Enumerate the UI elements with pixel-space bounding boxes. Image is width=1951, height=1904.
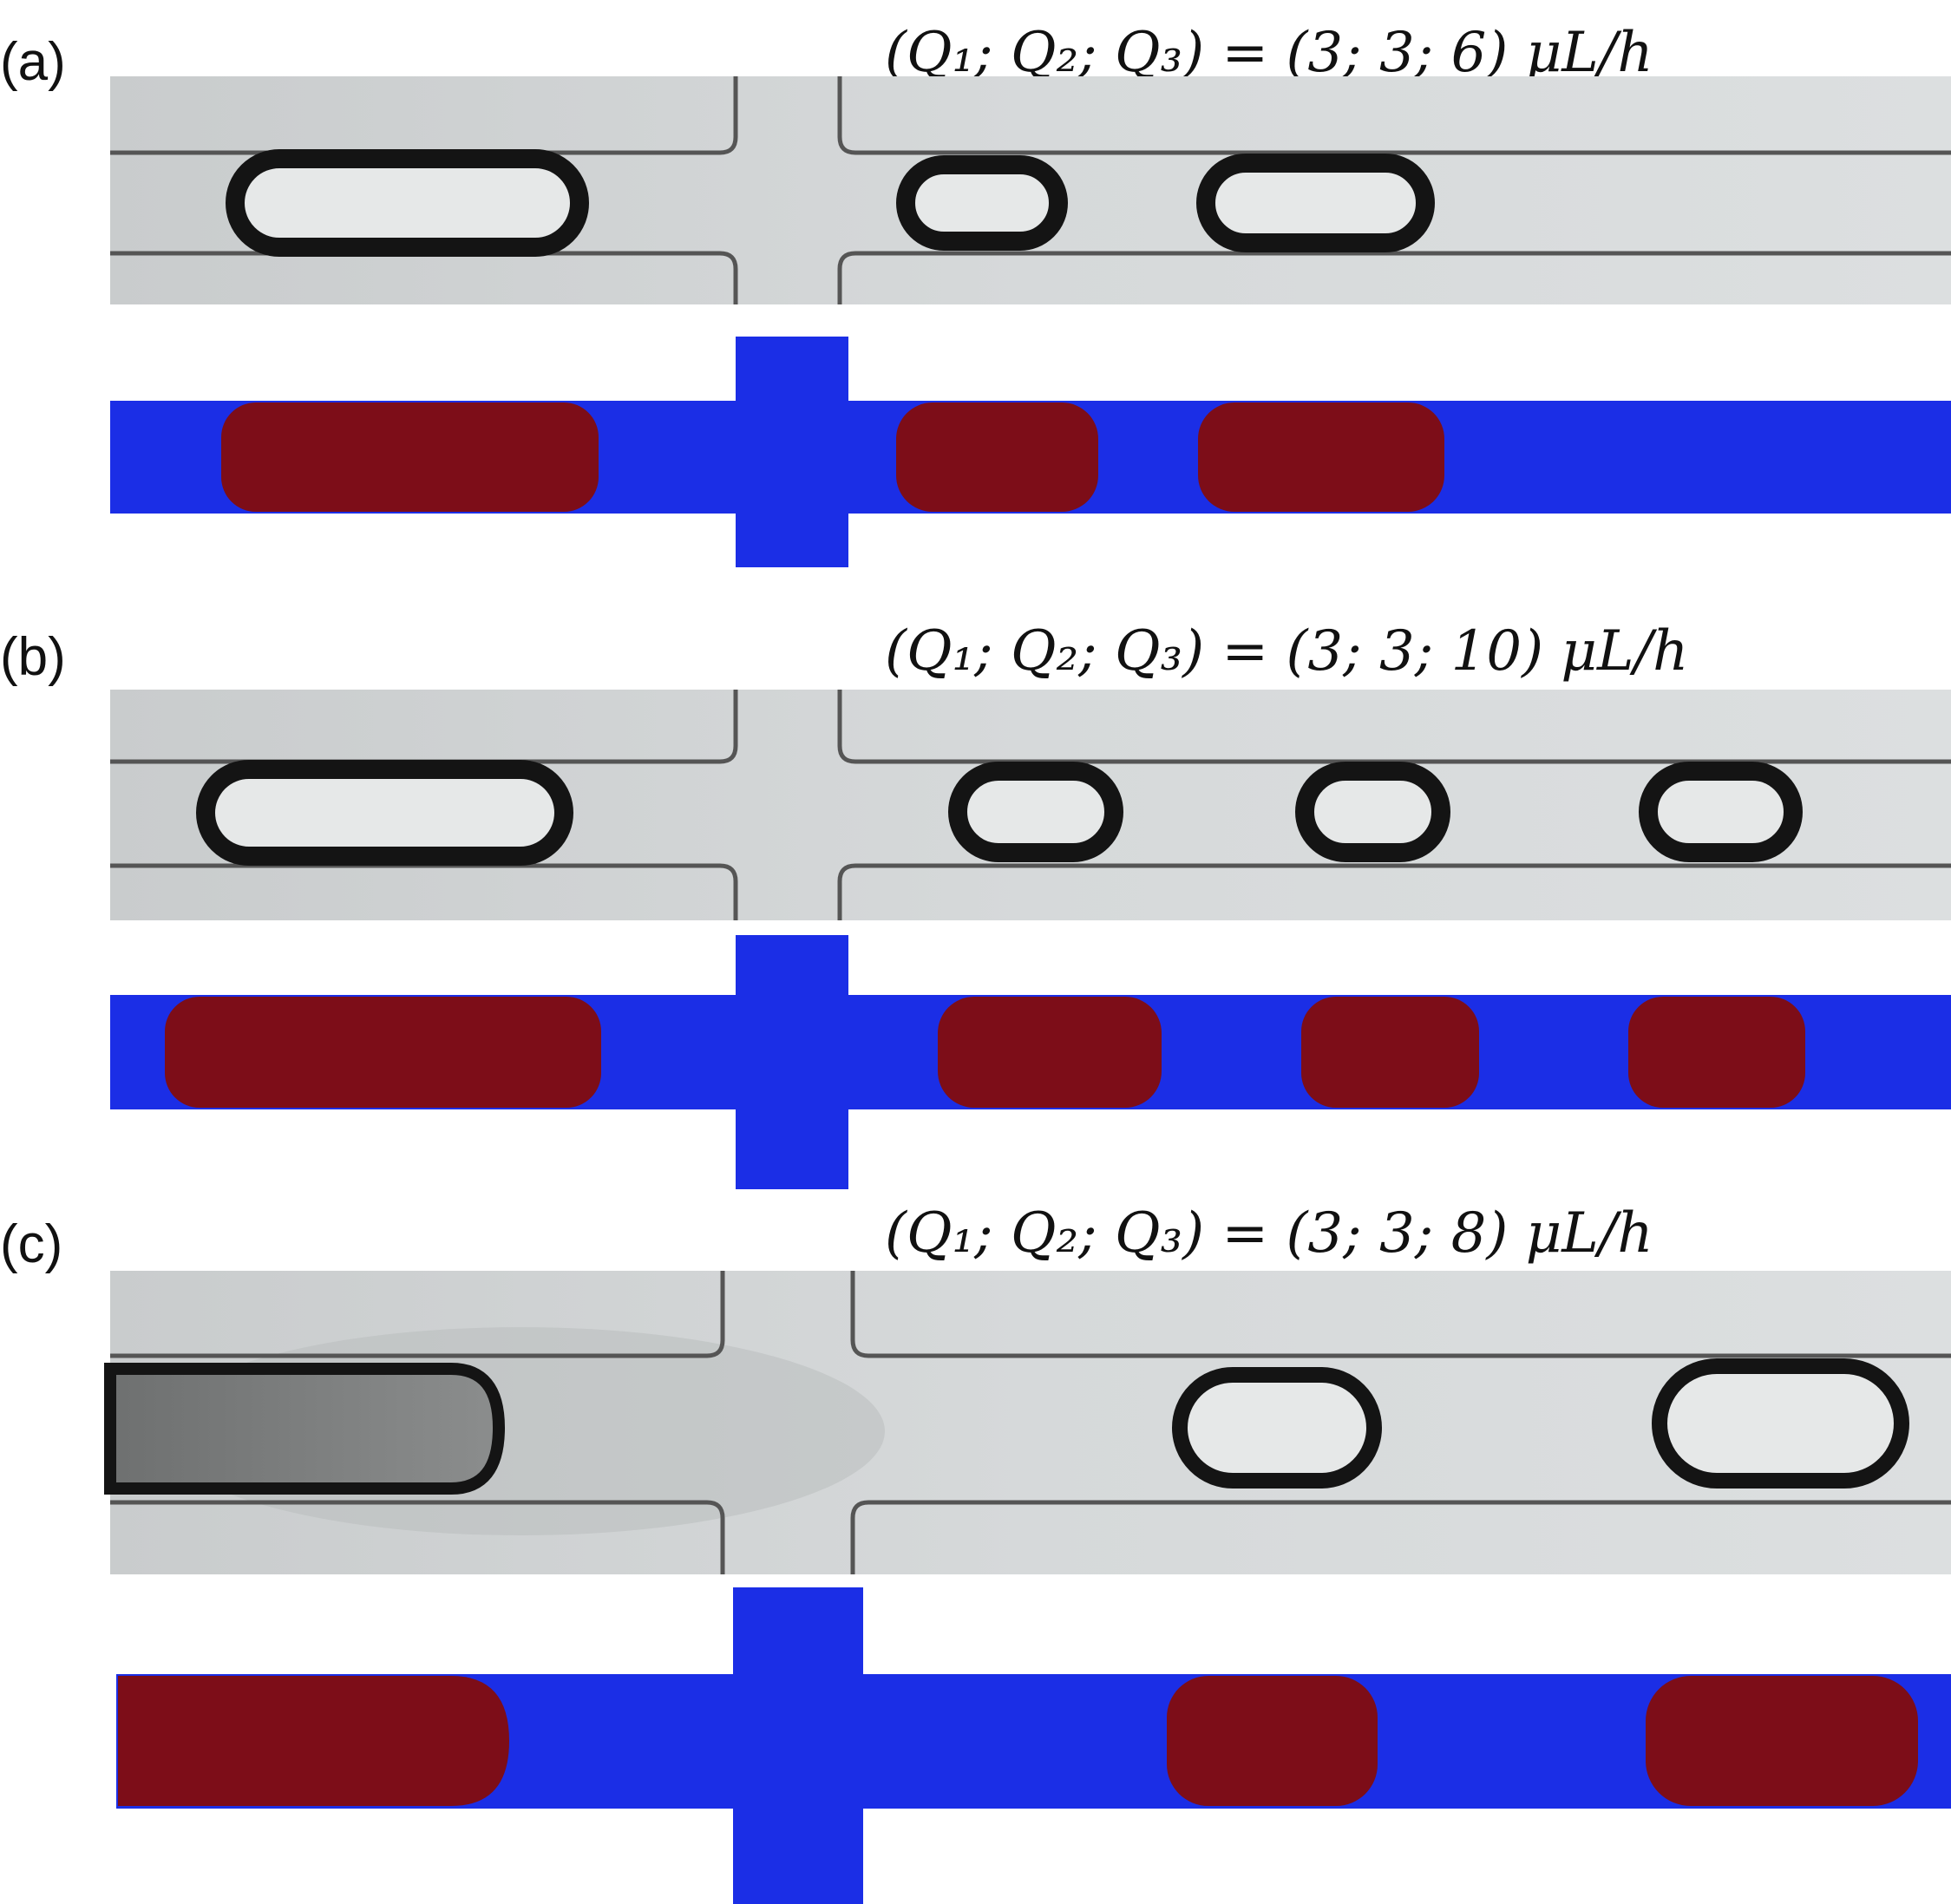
experiment-droplet (1172, 1367, 1382, 1489)
panel-label-b: (b) (0, 627, 66, 687)
micrograph-a (110, 76, 1951, 304)
flow-rate-equation-b: (Q₁; Q₂; Q₃) = (3; 3; 10) μL/h (885, 619, 1688, 684)
simulation-b (110, 935, 1951, 1189)
simulation-c (116, 1587, 1951, 1904)
simulation-droplet (1167, 1676, 1378, 1806)
experiment-droplet (196, 760, 573, 866)
simulated-droplets (165, 997, 1805, 1108)
flow-rate-equation-c: (Q₁; Q₂; Q₃) = (3; 3; 8) μL/h (885, 1201, 1653, 1266)
experiment-droplet (1652, 1358, 1909, 1489)
simulation-droplet (1628, 997, 1805, 1108)
experiment-droplet (948, 762, 1123, 862)
simulation-droplet (896, 402, 1098, 512)
channel-walls (110, 1271, 1951, 1574)
simulated-droplets (118, 1676, 1918, 1806)
panel-a: (a) (Q₁; Q₂; Q₃) = (3; 3; 6) μL/h (0, 21, 1951, 567)
simulation-droplet (221, 402, 599, 512)
micrograph-b (110, 690, 1951, 920)
simulation-droplet (165, 997, 601, 1108)
simulation-droplet (1198, 402, 1444, 512)
experimental-droplets (196, 760, 1803, 866)
panel-c: (c) (Q₁; Q₂; Q₃) = (3; 3; 8) μL/h (0, 1201, 1951, 1904)
panel-label-a: (a) (0, 32, 66, 92)
simulation-droplet (118, 1676, 509, 1806)
micrograph-c (104, 1271, 1951, 1574)
simulated-droplets (221, 402, 1444, 512)
simulation-droplet (1646, 1676, 1918, 1806)
simulation-droplet (938, 997, 1162, 1108)
flow-rate-equation-a: (Q₁; Q₂; Q₃) = (3; 3; 6) μL/h (885, 21, 1653, 85)
panel-b: (b) (Q₁; Q₂; Q₃) = (3; 3; 10) μL/h (0, 619, 1951, 1189)
experiment-droplet-slug (104, 1363, 506, 1495)
experiment-droplet (1639, 762, 1803, 862)
experimental-droplets (226, 149, 1435, 257)
experiment-droplet (226, 149, 589, 257)
panel-label-c: (c) (0, 1214, 62, 1274)
simulation-droplet (1301, 997, 1479, 1108)
experiment-droplet (1196, 154, 1435, 252)
channel-walls (110, 690, 1951, 920)
channel-walls (110, 76, 1951, 304)
experiment-droplet (896, 155, 1068, 251)
simulation-a (110, 337, 1951, 567)
experiment-droplet (1295, 762, 1450, 862)
experimental-droplets (1172, 1358, 1909, 1489)
